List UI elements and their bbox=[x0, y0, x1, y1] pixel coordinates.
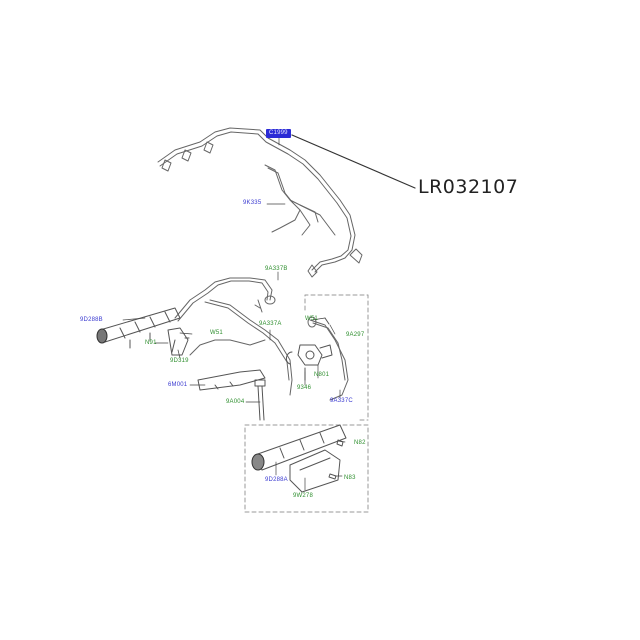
callout-w51-right[interactable]: W51 bbox=[305, 316, 318, 322]
callout-9a337c[interactable]: 9A337C bbox=[330, 398, 353, 404]
callout-9a004[interactable]: 9A004 bbox=[226, 399, 245, 405]
callout-9d288a[interactable]: 9D288A bbox=[265, 477, 288, 483]
callout-n83[interactable]: N83 bbox=[344, 475, 356, 481]
fuel-rail-right bbox=[251, 424, 347, 471]
callout-9w278[interactable]: 9W278 bbox=[293, 493, 314, 499]
glow-plug bbox=[254, 379, 266, 421]
callout-leaders bbox=[122, 132, 346, 491]
callout-9346[interactable]: 9346 bbox=[297, 385, 312, 391]
regulator-block bbox=[289, 449, 341, 493]
callout-n91[interactable]: N91 bbox=[145, 340, 157, 346]
callout-6m001[interactable]: 6M001 bbox=[168, 382, 188, 388]
part-number-label: LR032107 bbox=[418, 176, 519, 198]
callout-9d288b[interactable]: 9D288B bbox=[80, 317, 103, 323]
mounting-bracket bbox=[167, 327, 189, 356]
callout-w51-left[interactable]: W51 bbox=[210, 330, 223, 336]
callout-n801[interactable]: N801 bbox=[314, 372, 330, 378]
callout-9d319[interactable]: 9D319 bbox=[170, 358, 189, 364]
callout-c1999-highlighted[interactable]: C1999 bbox=[266, 129, 291, 138]
fuel-rail-left bbox=[96, 307, 181, 349]
fuel-feed-pipes bbox=[174, 277, 349, 401]
injector bbox=[197, 369, 266, 391]
callout-n82[interactable]: N82 bbox=[354, 440, 366, 446]
callout-9a337b[interactable]: 9A337B bbox=[265, 266, 288, 272]
callout-9a297[interactable]: 9A297 bbox=[346, 332, 365, 338]
lower-assembly-outline bbox=[244, 424, 369, 513]
assembly-outline bbox=[304, 294, 369, 421]
callout-9a337a[interactable]: 9A337A bbox=[259, 321, 282, 327]
callout-9k335[interactable]: 9K335 bbox=[243, 200, 262, 206]
part-number-leader-line bbox=[291, 134, 416, 189]
wiring-harness bbox=[157, 127, 363, 278]
